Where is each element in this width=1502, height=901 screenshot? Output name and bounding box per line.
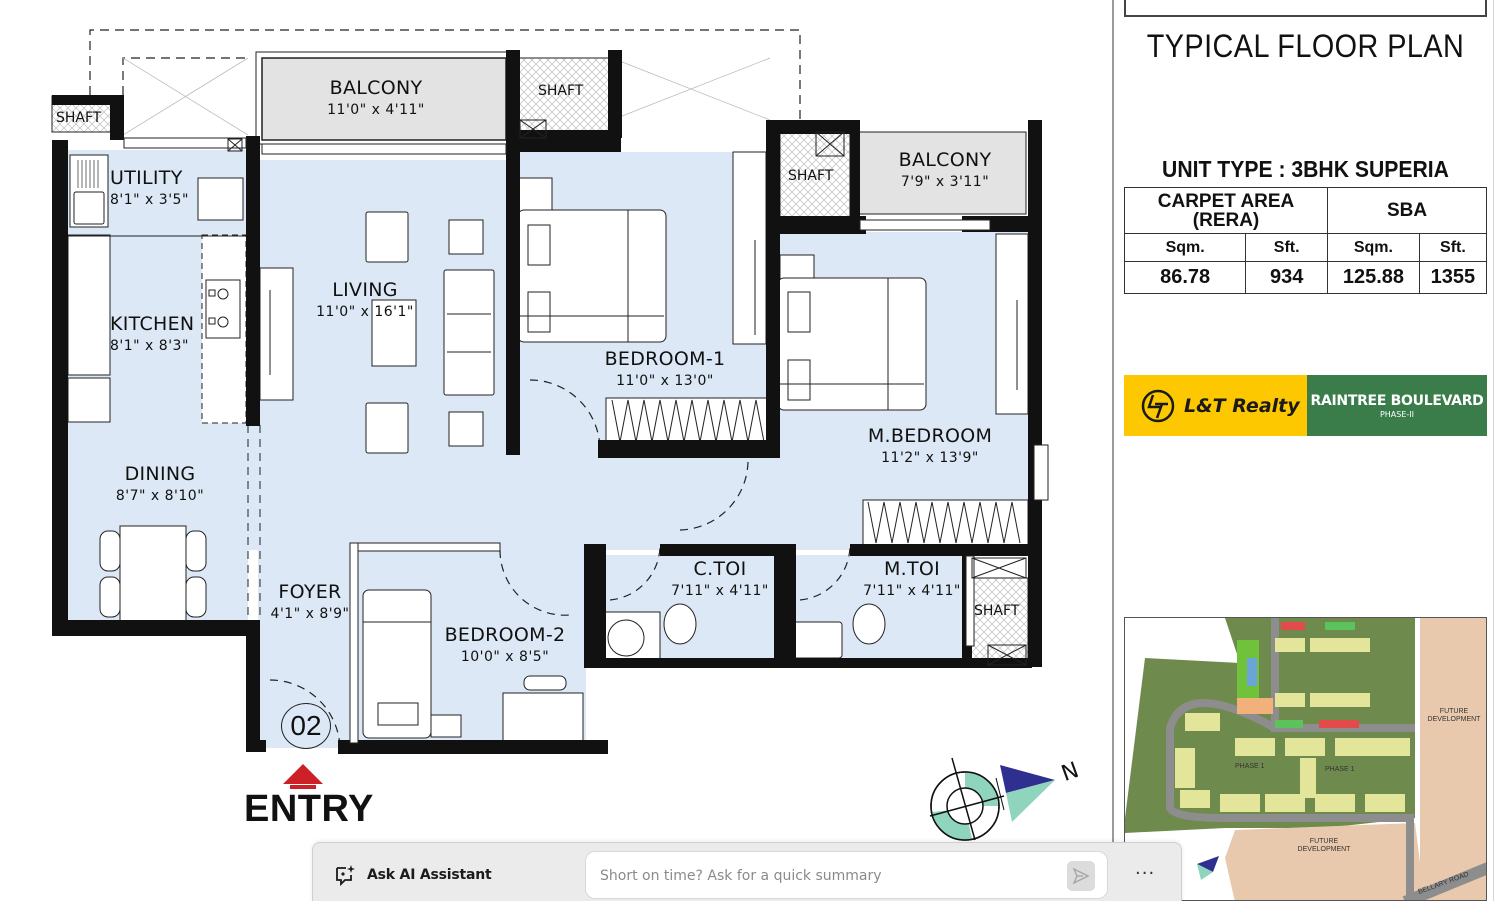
area-table: CARPET AREA (RERA) SBA Sqm. Sft. Sqm. Sf… bbox=[1123, 187, 1488, 294]
shaft-label: SHAFT bbox=[974, 603, 1020, 619]
shaft-label: SHAFT bbox=[56, 110, 102, 126]
carpet-sft-value: 934 bbox=[1245, 261, 1329, 294]
site-label-phase-1: PHASE 1 bbox=[1235, 763, 1265, 770]
site-label-phase-1: PHASE 1 bbox=[1325, 766, 1355, 773]
room-label-living: LIVING 11'0" x 16'1" bbox=[305, 279, 425, 320]
ask-ai-assistant-label: Ask AI Assistant bbox=[367, 867, 492, 883]
room-label-balcony: BALCONY 11'0" x 4'11" bbox=[306, 77, 446, 118]
lt-logo-icon bbox=[1141, 389, 1175, 422]
north-compass-icon bbox=[929, 757, 1055, 841]
room-name: BEDROOM-1 bbox=[604, 348, 726, 370]
floor-plan-svg bbox=[51, 29, 1055, 841]
panel-border bbox=[1493, 0, 1494, 901]
room-dimensions: 11'2" x 13'9" bbox=[881, 449, 979, 466]
room-dimensions: 8'1" x 3'5" bbox=[110, 191, 189, 208]
ai-assistant-bar: Ask AI Assistant ··· bbox=[312, 842, 1182, 901]
ai-assistant-icon bbox=[336, 865, 355, 887]
unit-sft: Sft. bbox=[1245, 233, 1329, 262]
unit-sqm: Sqm. bbox=[1123, 233, 1247, 262]
room-name: C.TOI bbox=[693, 558, 747, 580]
panel-divider bbox=[1112, 0, 1114, 901]
room-label-common-toilet: C.TOI 7'11" x 4'11" bbox=[660, 558, 780, 599]
room-dimensions: 11'0" x 4'11" bbox=[327, 101, 425, 118]
room-name: BEDROOM-2 bbox=[444, 624, 566, 646]
room-label-bedroom-2: BEDROOM-2 10'0" x 8'5" bbox=[440, 624, 570, 665]
ai-question-field[interactable] bbox=[585, 851, 1108, 899]
unit-number-badge: 02 bbox=[281, 703, 331, 749]
room-dimensions: 7'11" x 4'11" bbox=[863, 582, 961, 599]
shaft-label: SHAFT bbox=[788, 168, 834, 184]
room-name: LIVING bbox=[332, 279, 398, 301]
room-label-master-bedroom: M.BEDROOM 11'2" x 13'9" bbox=[860, 425, 1000, 466]
room-dimensions: 7'11" x 4'11" bbox=[671, 582, 769, 599]
carpet-area-header: CARPET AREA (RERA) bbox=[1123, 187, 1329, 234]
unit-type-heading: UNIT TYPE : 3BHK SUPERIA bbox=[1162, 156, 1449, 182]
unit-sft: Sft. bbox=[1418, 233, 1488, 262]
unit-sqm: Sqm. bbox=[1327, 233, 1420, 262]
company-name: L&T Realty bbox=[1184, 394, 1300, 417]
room-dimensions: 11'0" x 13'0" bbox=[616, 372, 714, 389]
room-label-balcony-2: BALCONY 7'9" x 3'11" bbox=[870, 149, 1020, 190]
room-name: M.BEDROOM bbox=[867, 425, 993, 447]
project-phase: PHASE-II bbox=[1379, 409, 1415, 419]
room-dimensions: 10'0" x 8'5" bbox=[460, 648, 550, 665]
shaft-label: SHAFT bbox=[538, 83, 584, 99]
project-logo: RAINTREE BOULEVARD PHASE-II bbox=[1307, 375, 1487, 436]
sba-sqm-value: 125.88 bbox=[1327, 261, 1420, 294]
ai-question-input[interactable] bbox=[600, 864, 1050, 888]
carpet-sqm-value: 86.78 bbox=[1123, 261, 1247, 294]
floor-plan-drawing: BALCONY 11'0" x 4'11" UTILITY 8'1" x 3'5… bbox=[51, 29, 1082, 841]
room-dimensions: 8'7" x 8'10" bbox=[115, 487, 205, 504]
send-icon bbox=[1072, 867, 1090, 885]
room-dimensions: 4'1" x 8'9" bbox=[270, 605, 350, 622]
more-options-button[interactable]: ··· bbox=[1135, 863, 1156, 884]
entry-arrow-icon bbox=[283, 764, 323, 789]
room-dimensions: 7'9" x 3'11" bbox=[900, 173, 990, 190]
sba-header: SBA bbox=[1327, 187, 1487, 234]
room-name: FOYER bbox=[278, 581, 342, 603]
room-dimensions: 11'0" x 16'1" bbox=[316, 303, 414, 320]
room-label-utility: UTILITY 8'1" x 3'5" bbox=[110, 167, 202, 208]
room-name: BALCONY bbox=[898, 149, 992, 171]
plan-title: TYPICAL FLOOR PLAN bbox=[1146, 28, 1465, 64]
room-dimensions: 8'1" x 8'3" bbox=[110, 337, 189, 354]
send-button[interactable] bbox=[1067, 861, 1095, 891]
room-label-kitchen: KITCHEN 8'1" x 8'3" bbox=[110, 313, 202, 354]
room-name: UTILITY bbox=[110, 167, 183, 189]
room-name: BALCONY bbox=[329, 77, 423, 99]
title-box bbox=[1124, 0, 1487, 17]
project-name: RAINTREE BOULEVARD bbox=[1310, 392, 1484, 409]
lt-realty-logo: L&T Realty bbox=[1124, 375, 1307, 436]
room-name: KITCHEN bbox=[110, 313, 195, 335]
sba-sft-value: 1355 bbox=[1418, 261, 1488, 294]
entry-label: ENTRY bbox=[244, 788, 374, 830]
room-label-bedroom-1: BEDROOM-1 11'0" x 13'0" bbox=[590, 348, 740, 389]
brand-banner: L&T Realty RAINTREE BOULEVARD PHASE-II bbox=[1124, 375, 1487, 436]
room-name: DINING bbox=[124, 463, 196, 485]
site-plan-svg bbox=[1125, 618, 1486, 900]
ask-ai-assistant-button[interactable]: Ask AI Assistant bbox=[333, 863, 492, 887]
room-label-dining: DINING 8'7" x 8'10" bbox=[95, 463, 225, 504]
room-label-foyer: FOYER 4'1" x 8'9" bbox=[265, 581, 355, 622]
room-label-master-toilet: M.TOI 7'11" x 4'11" bbox=[852, 558, 972, 599]
room-name: M.TOI bbox=[883, 558, 941, 580]
